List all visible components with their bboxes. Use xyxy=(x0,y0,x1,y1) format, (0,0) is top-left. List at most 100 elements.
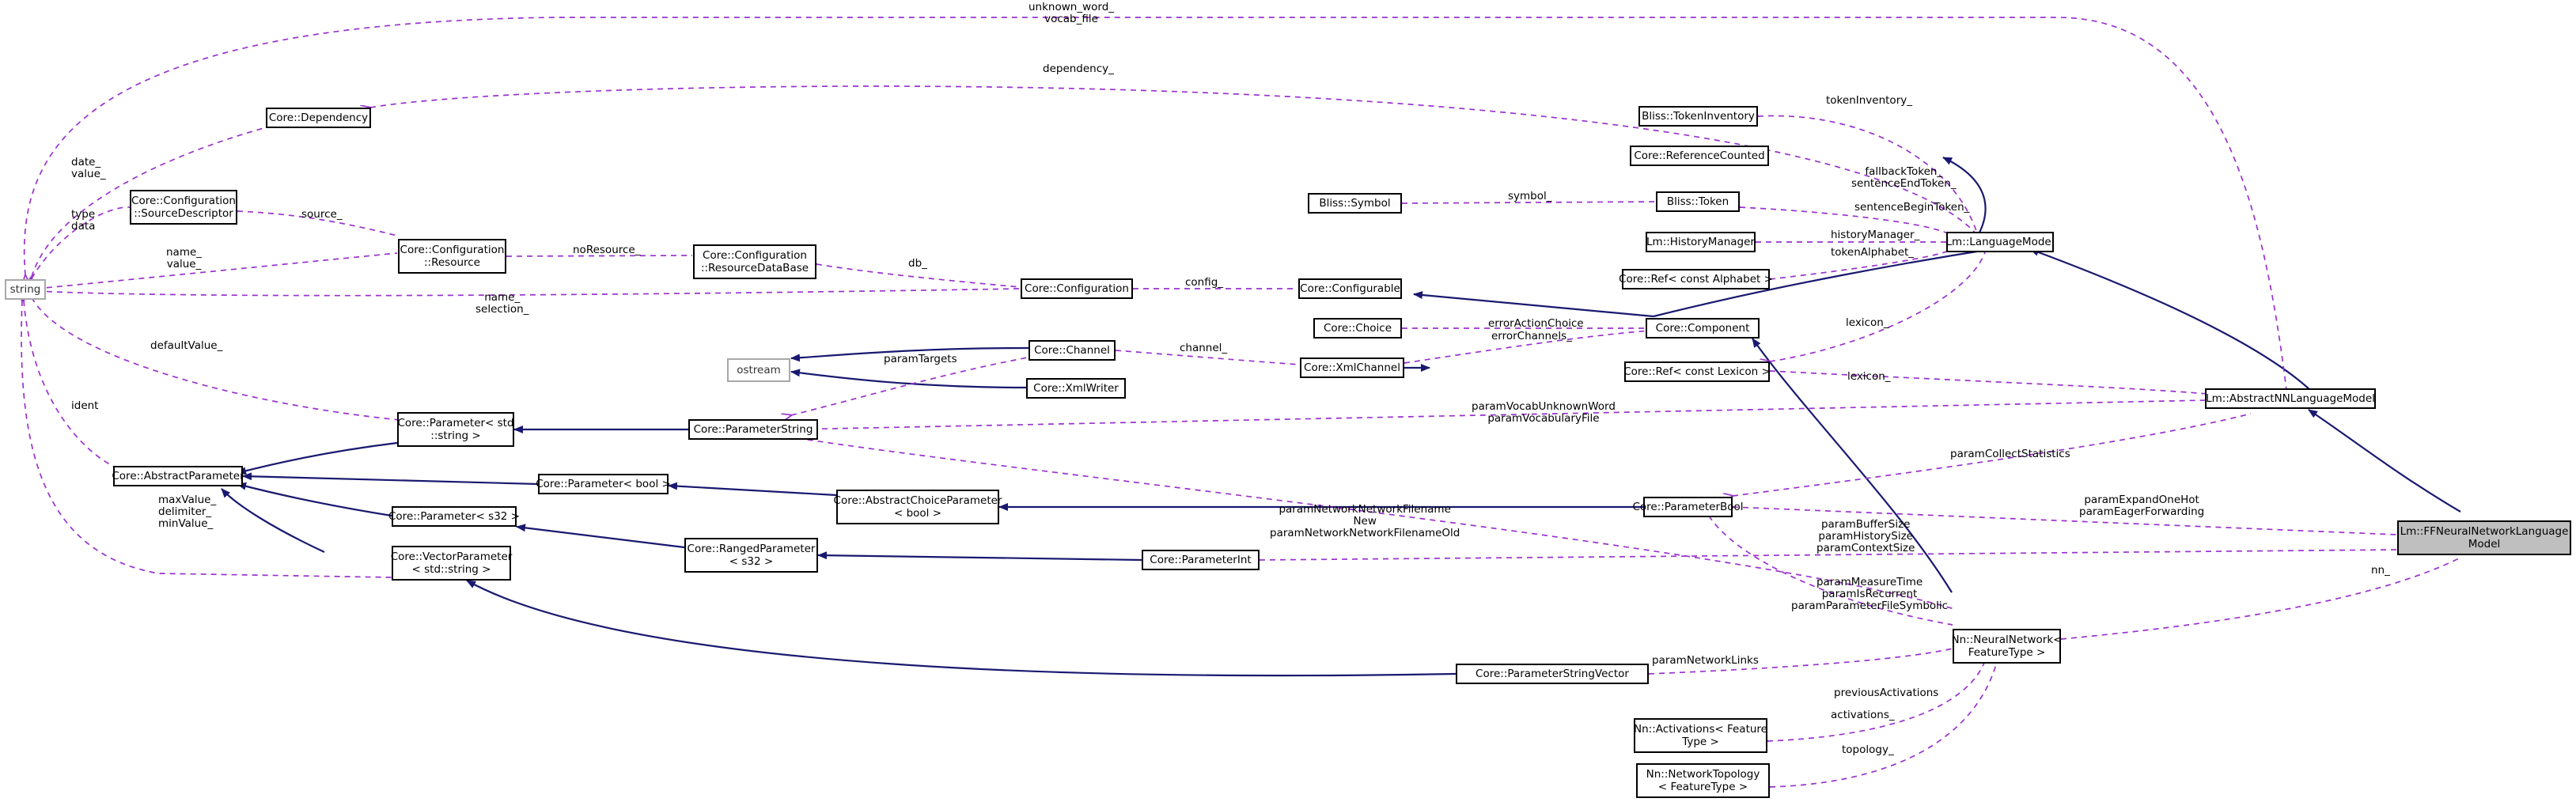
node-core-ref-alphabet[interactable]: Core::Ref< const Alphabet > xyxy=(1619,269,1773,289)
label-noresource: noResource_ xyxy=(573,244,641,256)
edge-paramtargets xyxy=(791,355,1037,415)
edge-vectorparam-abstractparam xyxy=(221,488,325,553)
label-paramnetworklinks: paramNetworkLinks xyxy=(1652,654,1759,667)
node-configuration-resource[interactable]: Core::Configuration::Resource xyxy=(398,239,506,274)
edge-ffnn-abstractnn xyxy=(2308,409,2461,513)
label-name-selection: name_selection_ xyxy=(475,291,529,316)
node-lm-abstractnnlanguagemodel[interactable]: Lm::AbstractNNLanguageModel xyxy=(2205,388,2376,409)
edge-unknownword xyxy=(25,17,2287,391)
edge-defaultvalue xyxy=(32,297,400,421)
edge-type-data xyxy=(32,206,131,278)
node-core-xmlchannel[interactable]: Core::XmlChannel xyxy=(1300,357,1404,378)
label-channel: channel_ xyxy=(1180,342,1228,354)
edge-stringvector-vectorparam xyxy=(466,580,1457,677)
inheritance-edges xyxy=(221,157,2461,677)
edge-paramstdstring-abstractparam xyxy=(237,441,398,475)
edge-paramnetworklinks xyxy=(1649,648,1953,674)
node-core-dependency[interactable]: Core::Dependency xyxy=(266,108,371,128)
node-core-channel[interactable]: Core::Channel xyxy=(1029,340,1116,361)
node-bliss-tokeninventory[interactable]: Bliss::TokenInventory xyxy=(1638,106,1758,127)
edge-parambuffer xyxy=(1260,549,2398,560)
label-source: source_ xyxy=(301,208,343,221)
node-core-parameterstringvector[interactable]: Core::ParameterStringVector xyxy=(1456,664,1649,684)
node-core-choice[interactable]: Core::Choice xyxy=(1313,318,1402,339)
label-historymanager: historyManager_ xyxy=(1831,229,1920,241)
edge-channel xyxy=(1116,350,1301,365)
node-core-vectorparameter[interactable]: Core::VectorParameter< std::string > xyxy=(391,546,512,581)
edge-fallbacktoken xyxy=(1740,207,1953,236)
label-name-value: name_value_ xyxy=(166,246,203,270)
node-core-parameter-bool[interactable]: Core::Parameter< bool > xyxy=(536,474,671,494)
edge-name-value xyxy=(36,252,398,289)
label-errorchannels: errorChannels_ xyxy=(1491,330,1572,342)
label-sentencebegintoken: sentenceBeginToken_ xyxy=(1854,201,1970,214)
edge-topology xyxy=(1770,658,1998,787)
edge-xmlwriter-ostream xyxy=(790,369,1027,389)
label-dependency: dependency_ xyxy=(1043,62,1114,75)
label-config: config_ xyxy=(1185,276,1224,289)
node-core-parameterbool[interactable]: Core::ParameterBool xyxy=(1632,497,1744,517)
node-core-parameter-s32[interactable]: Core::Parameter< s32 > xyxy=(388,506,520,527)
node-configuration-sourcedescriptor[interactable]: Core::Configuration::SourceDescriptor xyxy=(130,190,237,225)
edge-errorchannels xyxy=(1404,330,1650,363)
node-bliss-token[interactable]: Bliss::Token xyxy=(1656,191,1740,212)
node-core-ref-lexicon[interactable]: Core::Ref< const Lexicon > xyxy=(1623,361,1771,382)
edge-maxvalue xyxy=(21,301,392,578)
node-core-parameterint[interactable]: Core::ParameterInt xyxy=(1142,550,1260,570)
node-core-component[interactable]: Core::Component xyxy=(1646,318,1760,339)
edge-parammeasure xyxy=(1709,516,1953,626)
label-ident: ident xyxy=(71,399,99,412)
edge-abstractchoice-parambool xyxy=(668,482,837,497)
node-core-parameterstring[interactable]: Core::ParameterString xyxy=(688,419,818,440)
edge-channel-ostream xyxy=(790,346,1029,362)
node-core-configurable[interactable]: Core::Configurable xyxy=(1298,278,1402,299)
edge-params32-abstractparam xyxy=(237,482,392,517)
edge-nn xyxy=(2061,557,2461,639)
node-core-referencecounted[interactable]: Core::ReferenceCounted xyxy=(1630,146,1769,166)
node-ostream[interactable]: ostream xyxy=(727,358,790,382)
node-core-rangedparameter[interactable]: Core::RangedParameter< s32 > xyxy=(684,538,818,573)
edge-parambool-abstractparam xyxy=(242,472,539,486)
node-nn-neuralnetwork[interactable]: Nn::NeuralNetwork<FeatureType > xyxy=(1952,629,2062,664)
edge-date-value xyxy=(32,118,301,277)
label-db: db_ xyxy=(908,257,927,270)
usage-edges xyxy=(21,17,2461,787)
node-core-abstractparameter[interactable]: Core::AbstractParameter xyxy=(112,466,244,486)
edge-lexicon-upper xyxy=(1770,249,1987,361)
node-core-abstractchoiceparameter[interactable]: Core::AbstractChoiceParameter< bool > xyxy=(834,490,1002,524)
edge-component-languagemodel xyxy=(1653,244,2002,318)
edge-tokenalphabet xyxy=(1770,249,1951,279)
label-lexicon-upper: lexicon_ xyxy=(1846,316,1889,329)
node-bliss-symbol[interactable]: Bliss::Symbol xyxy=(1308,193,1402,214)
label-topology: topology_ xyxy=(1842,743,1894,756)
node-configuration-resourcedatabase[interactable]: Core::Configuration::ResourceDataBase xyxy=(693,244,816,279)
node-lm-historymanager[interactable]: Lm::HistoryManager xyxy=(1646,232,1756,252)
edge-languagemodel-referencecounted xyxy=(1942,157,1987,236)
label-previousactivations: previousActivations xyxy=(1834,687,1939,699)
edge-lexicon-lower xyxy=(1770,371,2208,395)
edge-ident xyxy=(24,301,119,470)
edge-paramint-ranged xyxy=(817,551,1142,562)
label-tokeninventory: tokenInventory_ xyxy=(1826,94,1912,107)
label-symbol: symbol_ xyxy=(1508,190,1552,202)
node-lm-languagemodel[interactable]: Lm::LanguageModel xyxy=(1946,232,2054,252)
node-core-configuration[interactable]: Core::Configuration xyxy=(1021,278,1133,299)
label-defaultvalue: defaultValue_ xyxy=(150,339,223,352)
node-string[interactable]: string xyxy=(5,279,46,300)
label-erroractionchoice: errorActionChoice xyxy=(1488,317,1584,330)
node-core-parameter-std-string[interactable]: Core::Parameter< std::string > xyxy=(397,412,514,447)
label-maxvalue: maxValue_delimiter_minValue_ xyxy=(158,494,217,530)
node-core-xmlwriter[interactable]: Core::XmlWriter xyxy=(1026,378,1126,399)
edge-db xyxy=(816,264,1021,288)
node-nn-networktopology[interactable]: Nn::NetworkTopology< FeatureType > xyxy=(1636,763,1770,798)
label-nn: nn_ xyxy=(2371,564,2390,577)
